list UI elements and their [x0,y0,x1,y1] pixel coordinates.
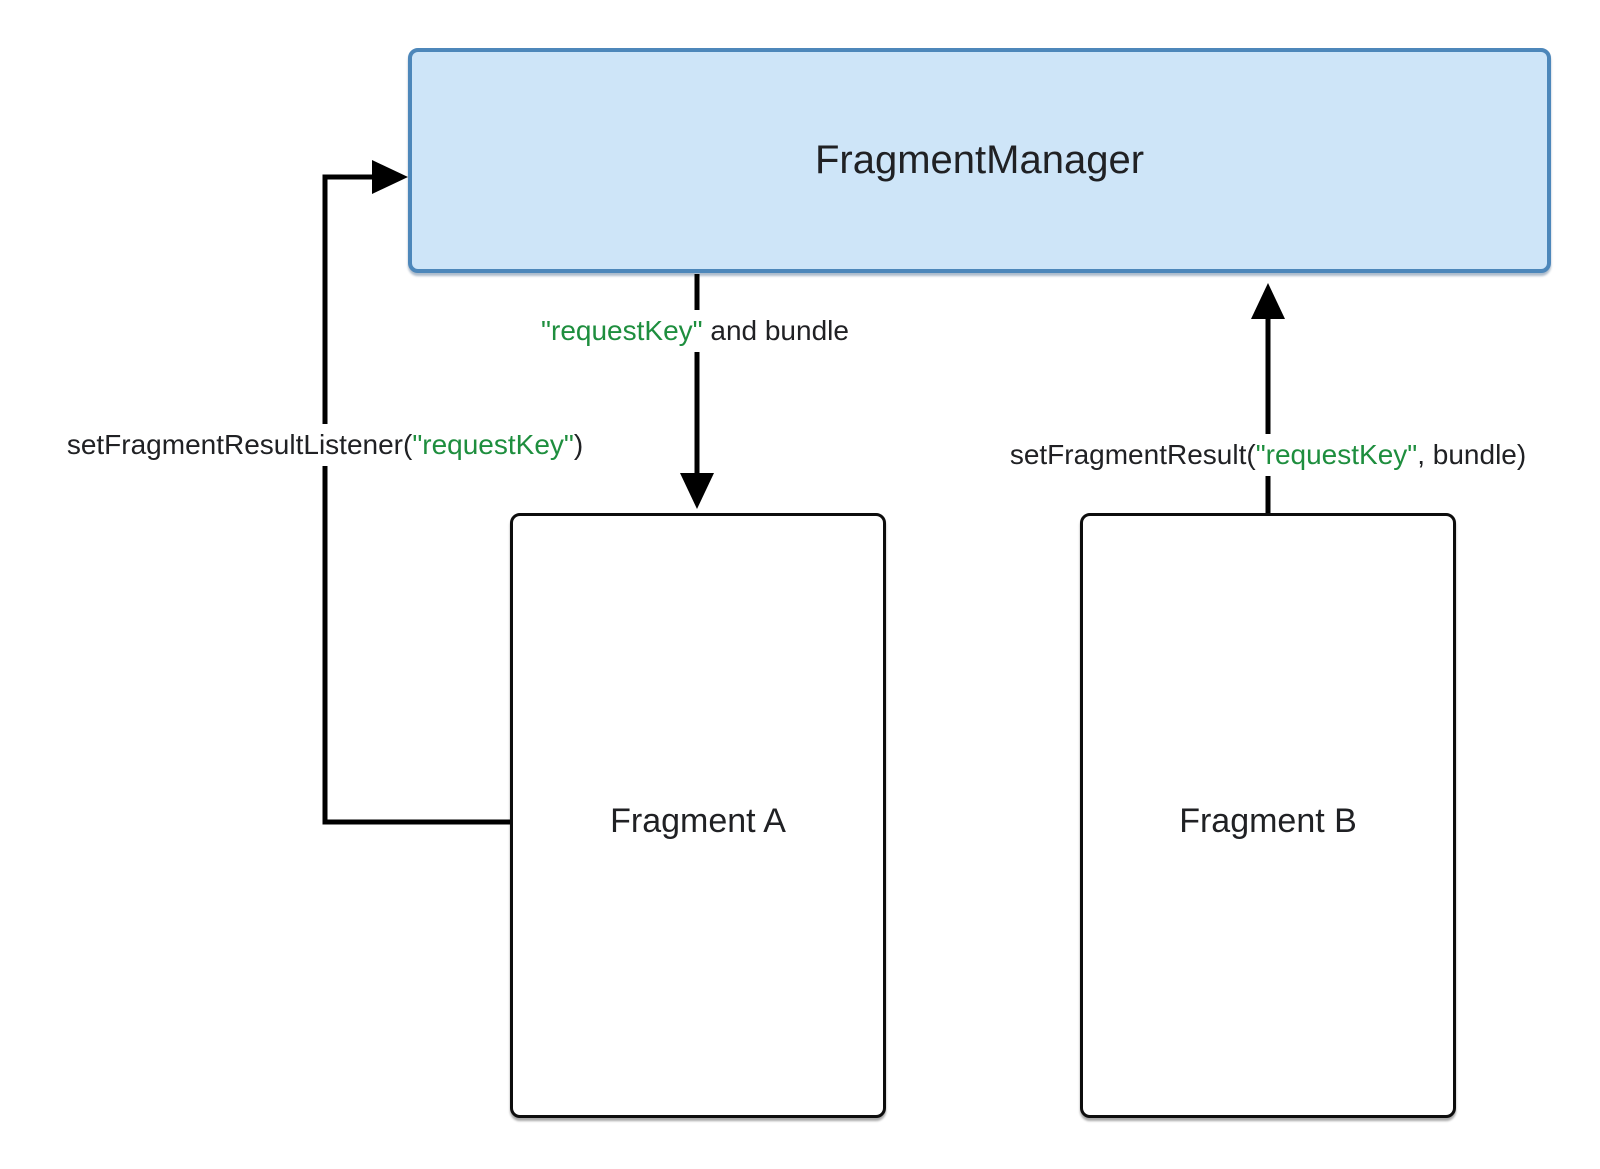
edge-label-request-key: "requestKey" [1255,439,1418,470]
edge-label-prefix: setFragmentResult( [1009,439,1256,470]
node-fragment-b: Fragment B [1080,513,1456,1118]
edge-label-suffix: , bundle) [1417,439,1527,470]
edge-label-suffix: and bundle [702,315,849,346]
edge-label-set-fragment-result: setFragmentResult("requestKey", bundle) [1001,434,1535,476]
edge-label-request-key: "requestKey" [541,315,703,346]
node-fragment-a-label: Fragment A [610,802,786,840]
node-fragment-manager: FragmentManager [408,48,1551,273]
edge-label-suffix: ) [573,429,584,460]
arrowhead-into-fragment-a-icon [680,473,714,509]
edge-label-request-key: "requestKey" [412,429,574,460]
arrowhead-into-fragment-manager-left-icon [372,160,408,194]
node-fragment-a: Fragment A [510,513,886,1118]
arrowhead-into-fragment-manager-bottom-icon [1251,283,1285,319]
edge-label-prefix: setFragmentResultListener( [66,429,413,460]
edge-label-set-fragment-result-listener: setFragmentResultListener("requestKey") [58,424,592,466]
node-fragment-manager-label: FragmentManager [814,138,1145,182]
edge-set-fragment-result-listener-line [322,174,510,825]
node-fragment-b-label: Fragment B [1179,802,1357,840]
edge-label-request-key-and-bundle: "requestKey" and bundle [533,310,857,352]
